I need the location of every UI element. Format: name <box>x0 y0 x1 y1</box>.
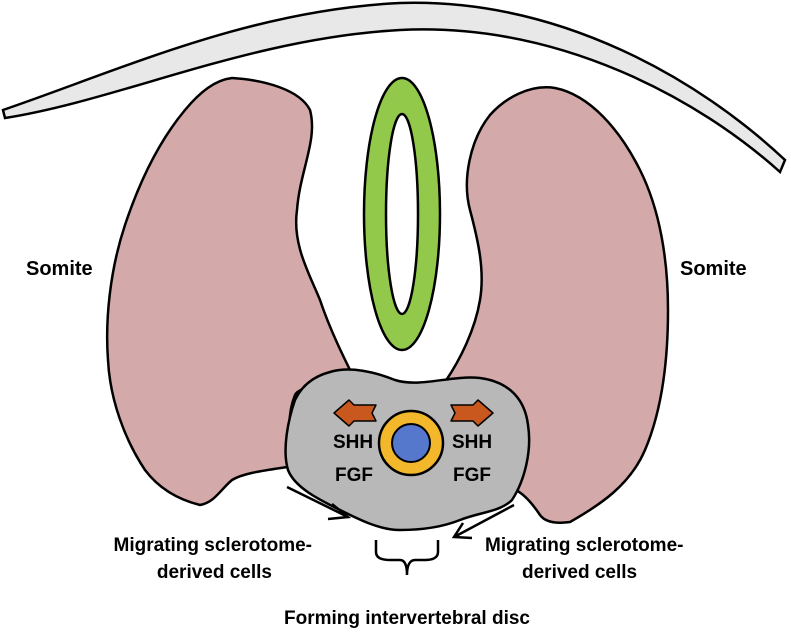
signal-label-left-fgf: FGF <box>335 465 373 486</box>
disc-bracket <box>374 540 440 576</box>
migration-arrow-right <box>451 503 515 540</box>
somite-label-left: Somite <box>26 258 93 280</box>
migrating-label-left-line1: Migrating sclerotome- <box>114 535 312 556</box>
migration-arrow-left <box>286 485 352 521</box>
migrating-label-right-line1: Migrating sclerotome- <box>485 535 683 556</box>
neural-tube-lumen <box>384 112 420 316</box>
signal-label-right-shh: SHH <box>452 432 492 453</box>
signal-label-right-fgf: FGF <box>453 465 491 486</box>
signal-arrow-left <box>333 399 377 427</box>
surface-ectoderm <box>1 1 787 175</box>
somite-left <box>105 76 357 507</box>
signal-label-left-shh: SHH <box>333 432 373 453</box>
signal-arrow-right <box>450 399 494 427</box>
migrating-label-right-line2: derived cells <box>522 562 637 583</box>
disc-label: Forming intervertebral disc <box>284 608 530 629</box>
migrating-label-left-line2: derived cells <box>157 562 272 583</box>
somite-label-right: Somite <box>680 258 747 280</box>
notochord-inner <box>391 423 431 463</box>
